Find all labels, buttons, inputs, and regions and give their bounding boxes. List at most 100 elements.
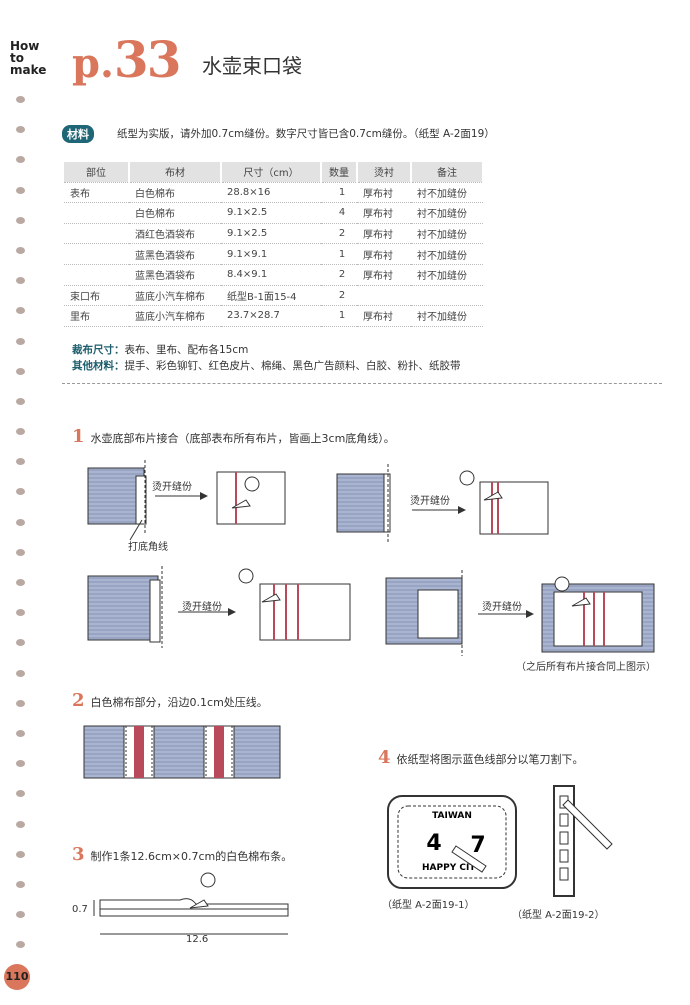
sign-inner [397, 805, 507, 879]
col-header: 部位 [64, 162, 130, 183]
denim-panel [87, 467, 145, 525]
step-text: 白色棉布部分，沿边0.1cm处压线。 [90, 696, 268, 709]
materials-note: 纸型为实版，请外加0.7cm缝份。数字尺寸皆已含0.7cm缝份。（纸型 A-2面… [117, 128, 495, 140]
table-cell [357, 285, 411, 307]
binder-dot [16, 609, 25, 617]
sign-taiwan-text: TAIWAN [432, 811, 472, 821]
table-cell: 衬不加缝份 [411, 243, 483, 265]
table-cell: 9.1×9.1 [221, 243, 321, 265]
binder-dot [16, 277, 25, 285]
how-word: How [10, 39, 40, 53]
white-strip [135, 475, 147, 525]
pressed-panel [479, 481, 549, 535]
white-strip [383, 473, 391, 533]
binder-dot [16, 518, 25, 526]
cut-size-label: 裁布尺寸： [72, 344, 125, 356]
page-prefix: p. [72, 40, 114, 87]
binder-dot [16, 337, 25, 345]
table-cell: 厚布衬 [357, 202, 411, 224]
table-cell: 2 [321, 264, 357, 286]
step-text: 制作1条12.6cm×0.7cm的白色棉布条。 [90, 850, 293, 863]
binder-dot [16, 880, 25, 888]
iron-icon [231, 499, 251, 509]
iron-icon [189, 899, 209, 909]
binder-dot [16, 126, 25, 134]
other-materials-label: 其他材料： [72, 360, 125, 372]
binder-dot [16, 699, 25, 707]
iron-icon [571, 597, 591, 607]
col-header: 尺寸（cm） [221, 162, 322, 183]
red-band [214, 726, 224, 778]
table-cell: 4 [321, 202, 357, 224]
cut-size-line: 裁布尺寸：表布、里布、配布各15cm [72, 342, 461, 358]
pattern-page-number: p.33 [72, 30, 181, 89]
table-cell: 厚布衬 [357, 223, 411, 245]
cut-window [559, 849, 569, 863]
binder-dot [16, 96, 25, 103]
table-cell: 1 [321, 305, 357, 327]
after-note: （之后所有布片接合同上图示） [516, 662, 656, 673]
table-cell: 9.1×2.5 [221, 202, 321, 224]
binder-dot [16, 397, 25, 405]
cut-window [559, 831, 569, 845]
table-cell: 白色棉布 [129, 202, 221, 224]
sign-happy-city-text: HAPPY CITY [422, 863, 482, 873]
table-cell: 纸型B-1面15-4 [221, 285, 321, 307]
binder-dot [16, 941, 25, 949]
binder-dot [16, 458, 25, 466]
sign-outer [387, 795, 517, 889]
table-cell: 厚布衬 [357, 243, 411, 265]
table-header-row: 部位 布材 尺寸（cm） 数量 烫衬 备注 [64, 162, 484, 183]
table-cell: 1 [321, 243, 357, 265]
col-header: 数量 [321, 162, 358, 183]
binder-dot [16, 367, 25, 375]
steam-icon [244, 476, 260, 492]
table-cell [411, 285, 483, 307]
step-number: 4 [378, 747, 391, 768]
table-cell: 衬不加缝份 [411, 182, 483, 204]
page-title: 水壶束口袋 [202, 54, 302, 78]
cut-window [559, 813, 569, 827]
page-number-badge: 110 [4, 964, 30, 990]
col-header: 备注 [411, 162, 484, 183]
make-word: make [10, 63, 47, 77]
table-cell: 28.8×16 [221, 182, 321, 204]
step-text: 依纸型将图示蓝色线部分以笔刀割下。 [396, 753, 584, 766]
other-materials-line: 其他材料：提手、彩色铆钉、红色皮片、棉绳、黑色广告颜料、白胶、粉扑、纸胶带 [72, 358, 461, 374]
steam-icon [238, 568, 254, 584]
iron-icon [261, 593, 281, 603]
label-press-open: 烫开缝份 [482, 602, 522, 613]
binder-dot [16, 760, 25, 768]
section-divider [62, 383, 662, 384]
dim-12-6: 12.6 [186, 934, 209, 945]
binder-dot [16, 488, 25, 496]
step1-diagram-b [336, 464, 549, 544]
step-number: 1 [72, 426, 85, 447]
table-cell [64, 223, 129, 245]
label-press-open: 烫开缝份 [152, 482, 192, 493]
iron-icon [483, 491, 503, 501]
other-materials-value: 提手、彩色铆钉、红色皮片、棉绳、黑色广告颜料、白胶、粉扑、纸胶带 [124, 360, 461, 372]
step2-strip [83, 725, 281, 779]
table-cell: 9.1×2.5 [221, 223, 321, 245]
binder-dot [16, 186, 25, 194]
white-window [417, 589, 459, 639]
table-cell: 2 [321, 223, 357, 245]
step3-strip [93, 872, 289, 935]
table-cell: 衬不加缝份 [411, 305, 483, 327]
table-cell: 蓝底小汽车棉布 [129, 285, 221, 307]
steam-icon [554, 576, 570, 592]
craft-knife-icon [451, 845, 487, 873]
inner-window [553, 591, 643, 647]
step-text: 水壶底部布片接合（底部表布所有布片，皆画上3cm底角线）。 [90, 432, 395, 445]
binder-dot [16, 548, 25, 556]
binder-dot [16, 428, 25, 436]
step1-diagram-a [87, 460, 286, 541]
table-cell: 白色棉布 [129, 182, 221, 204]
